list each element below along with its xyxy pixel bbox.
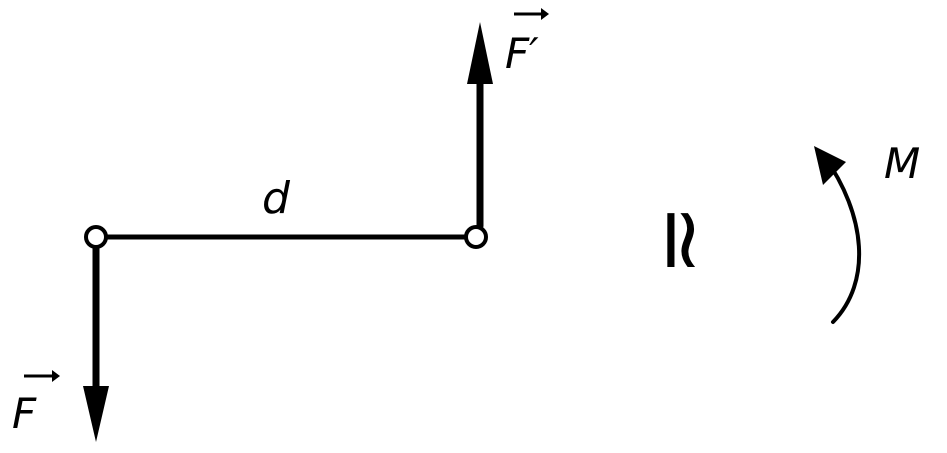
right-application-point	[464, 225, 488, 249]
force-left-arrowhead	[83, 386, 109, 442]
distance-label: d	[262, 173, 291, 224]
force-left-label: F	[12, 389, 37, 438]
moment-label: M	[884, 139, 920, 188]
vector-arrowhead-f-left	[52, 370, 60, 382]
moment-arc	[822, 154, 862, 324]
force-right-label: F′	[505, 29, 539, 78]
moment-arc-arrowhead	[814, 146, 846, 185]
equivalence-symbol: ≃	[632, 204, 732, 276]
left-application-point	[84, 225, 108, 249]
force-right-arrowhead	[467, 22, 493, 84]
vector-arrowhead-f-right	[541, 8, 549, 20]
